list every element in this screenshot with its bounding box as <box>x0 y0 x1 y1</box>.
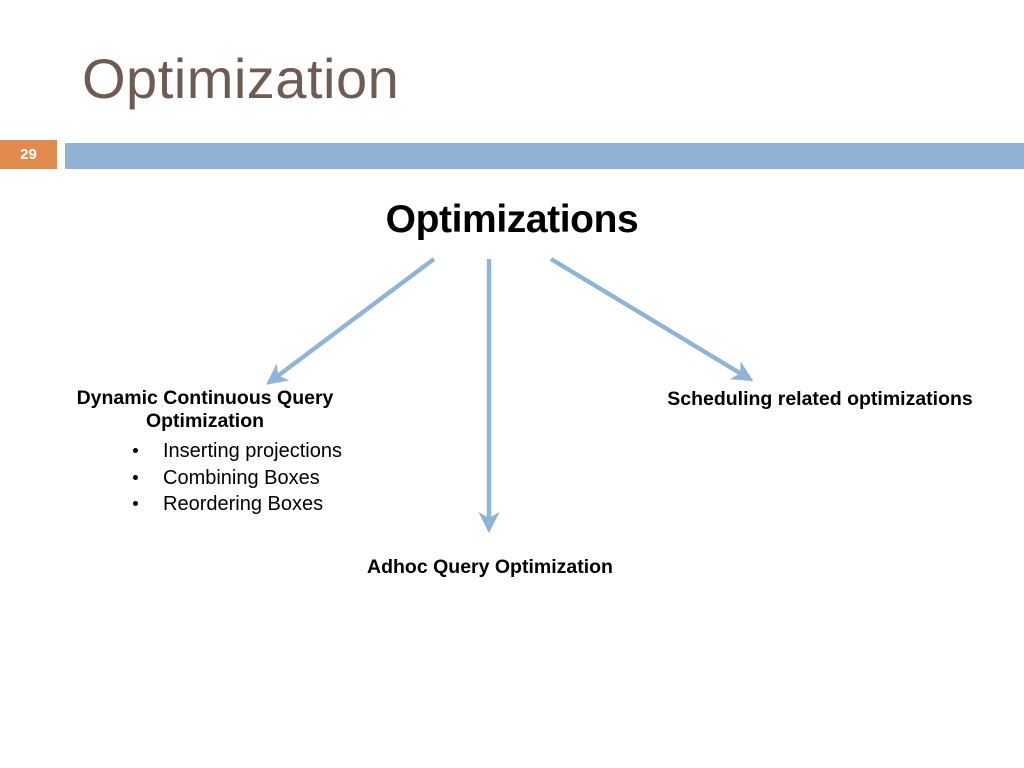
list-item: Combining Boxes <box>130 465 440 492</box>
slide-number-label: 29 <box>20 146 37 163</box>
slide-number-badge: 29 <box>0 140 57 169</box>
diagram-node-scheduling-related-optimizations: Scheduling related optimizations <box>667 388 973 410</box>
list-item: Reordering Boxes <box>130 491 440 518</box>
page-title: Optimization <box>82 47 400 110</box>
list-item: Inserting projections <box>130 438 440 465</box>
diagram-node-adhoc-query-optimization: Adhoc Query Optimization <box>367 556 613 578</box>
list-item-label: Inserting projections <box>163 440 342 462</box>
bullet-icon <box>133 474 138 480</box>
header-divider-bar <box>65 143 1024 169</box>
bullet-icon <box>133 501 138 507</box>
arrow-to-right-branch <box>549 257 754 382</box>
optimizations-diagram: Optimizations Dynamic Continuous Query O… <box>0 170 1024 768</box>
diagram-root-node: Optimizations <box>385 198 639 241</box>
diagram-left-branch-bullets: Inserting projections Combining Boxes Re… <box>130 438 440 518</box>
diagram-node-dynamic-continuous-query-optimization: Dynamic Continuous Query Optimization <box>76 387 334 432</box>
list-item-label: Combining Boxes <box>163 466 320 489</box>
list-item-label: Reordering Boxes <box>163 493 324 516</box>
diagram-arrow-layer <box>266 257 754 534</box>
bullet-icon <box>133 448 138 453</box>
arrow-to-left-branch <box>266 257 436 385</box>
